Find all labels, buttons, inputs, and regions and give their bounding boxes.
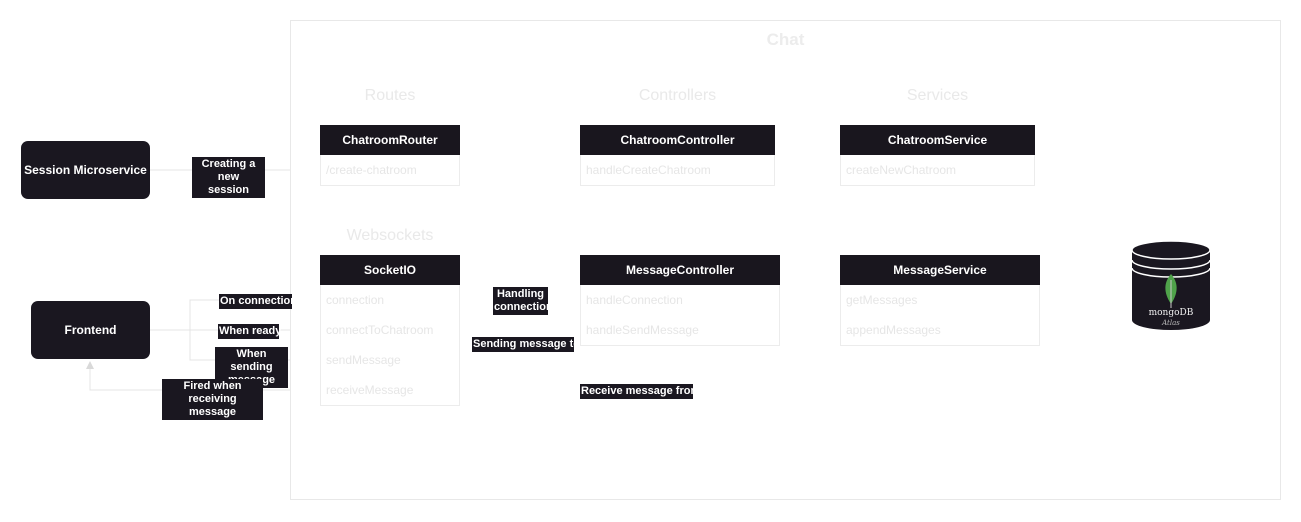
card-title: SocketIO bbox=[320, 255, 460, 285]
db-sub: Atlas bbox=[1162, 319, 1180, 327]
socketio-card[interactable]: SocketIO connection connectToChatroom se… bbox=[320, 255, 460, 406]
message-controller-card[interactable]: MessageController handleConnection handl… bbox=[580, 255, 780, 346]
card-title: ChatroomController bbox=[580, 125, 775, 155]
event-receive-message[interactable]: receiveMessage bbox=[326, 383, 414, 397]
card-body: handleCreateChatroom bbox=[580, 155, 775, 186]
method-handle-create-chatroom[interactable]: handleCreateChatroom bbox=[586, 163, 711, 177]
chatroom-service-card[interactable]: ChatroomService createNewChatroom bbox=[840, 125, 1035, 186]
database-cylinder-icon bbox=[1131, 240, 1211, 330]
frontend-node[interactable]: Frontend bbox=[31, 301, 150, 359]
card-title: ChatroomRouter bbox=[320, 125, 460, 155]
card-body: /create-chatroom bbox=[320, 155, 460, 186]
method-handle-connection[interactable]: handleConnection bbox=[586, 293, 683, 307]
card-title: ChatroomService bbox=[840, 125, 1035, 155]
chatroom-router-card[interactable]: ChatroomRouter /create-chatroom bbox=[320, 125, 460, 186]
event-send-message[interactable]: sendMessage bbox=[326, 353, 401, 367]
container-title: Chat bbox=[766, 30, 805, 49]
label-when-ready: When ready bbox=[218, 324, 282, 339]
event-connect-to-chatroom[interactable]: connectToChatroom bbox=[326, 323, 434, 337]
event-connection[interactable]: connection bbox=[326, 293, 385, 307]
card-title: MessageController bbox=[580, 255, 780, 285]
db-name: mongoDB bbox=[1148, 308, 1194, 318]
method-handle-send-message[interactable]: handleSendMessage bbox=[586, 323, 699, 337]
label-on-connection: On connection bbox=[219, 294, 297, 309]
session-microservice-node[interactable]: Session Microservice bbox=[21, 141, 150, 199]
section-title-routes: Routes bbox=[364, 87, 416, 104]
card-body: connection connectToChatroom sendMessage… bbox=[320, 285, 460, 406]
label-sending-message-to: Sending message to bbox=[472, 337, 580, 352]
mongodb-database[interactable]: mongoDB Atlas bbox=[1130, 240, 1212, 332]
card-body: handleConnection handleSendMessage bbox=[580, 285, 780, 346]
label-creating-session: Creating a new session bbox=[192, 157, 265, 198]
section-title-websockets: Websockets bbox=[346, 227, 434, 244]
card-title: MessageService bbox=[840, 255, 1040, 285]
method-create-new-chatroom[interactable]: createNewChatroom bbox=[846, 163, 957, 177]
card-body: getMessages appendMessages bbox=[840, 285, 1040, 346]
mongodb-leaf-icon bbox=[1165, 274, 1177, 308]
section-title-controllers: Controllers bbox=[638, 87, 717, 104]
chatroom-controller-card[interactable]: ChatroomController handleCreateChatroom bbox=[580, 125, 775, 186]
card-body: createNewChatroom bbox=[840, 155, 1035, 186]
method-get-messages[interactable]: getMessages bbox=[846, 293, 918, 307]
label-handling-connection: Handling connection bbox=[493, 287, 553, 315]
message-service-card[interactable]: MessageService getMessages appendMessage… bbox=[840, 255, 1040, 346]
section-title-services: Services bbox=[906, 87, 969, 104]
route-create-chatroom[interactable]: /create-chatroom bbox=[326, 163, 417, 177]
label-receive-message-from: Receive message from bbox=[580, 384, 701, 399]
method-append-messages[interactable]: appendMessages bbox=[846, 323, 941, 337]
label-fired-receiving: Fired when receiving message bbox=[162, 379, 263, 420]
